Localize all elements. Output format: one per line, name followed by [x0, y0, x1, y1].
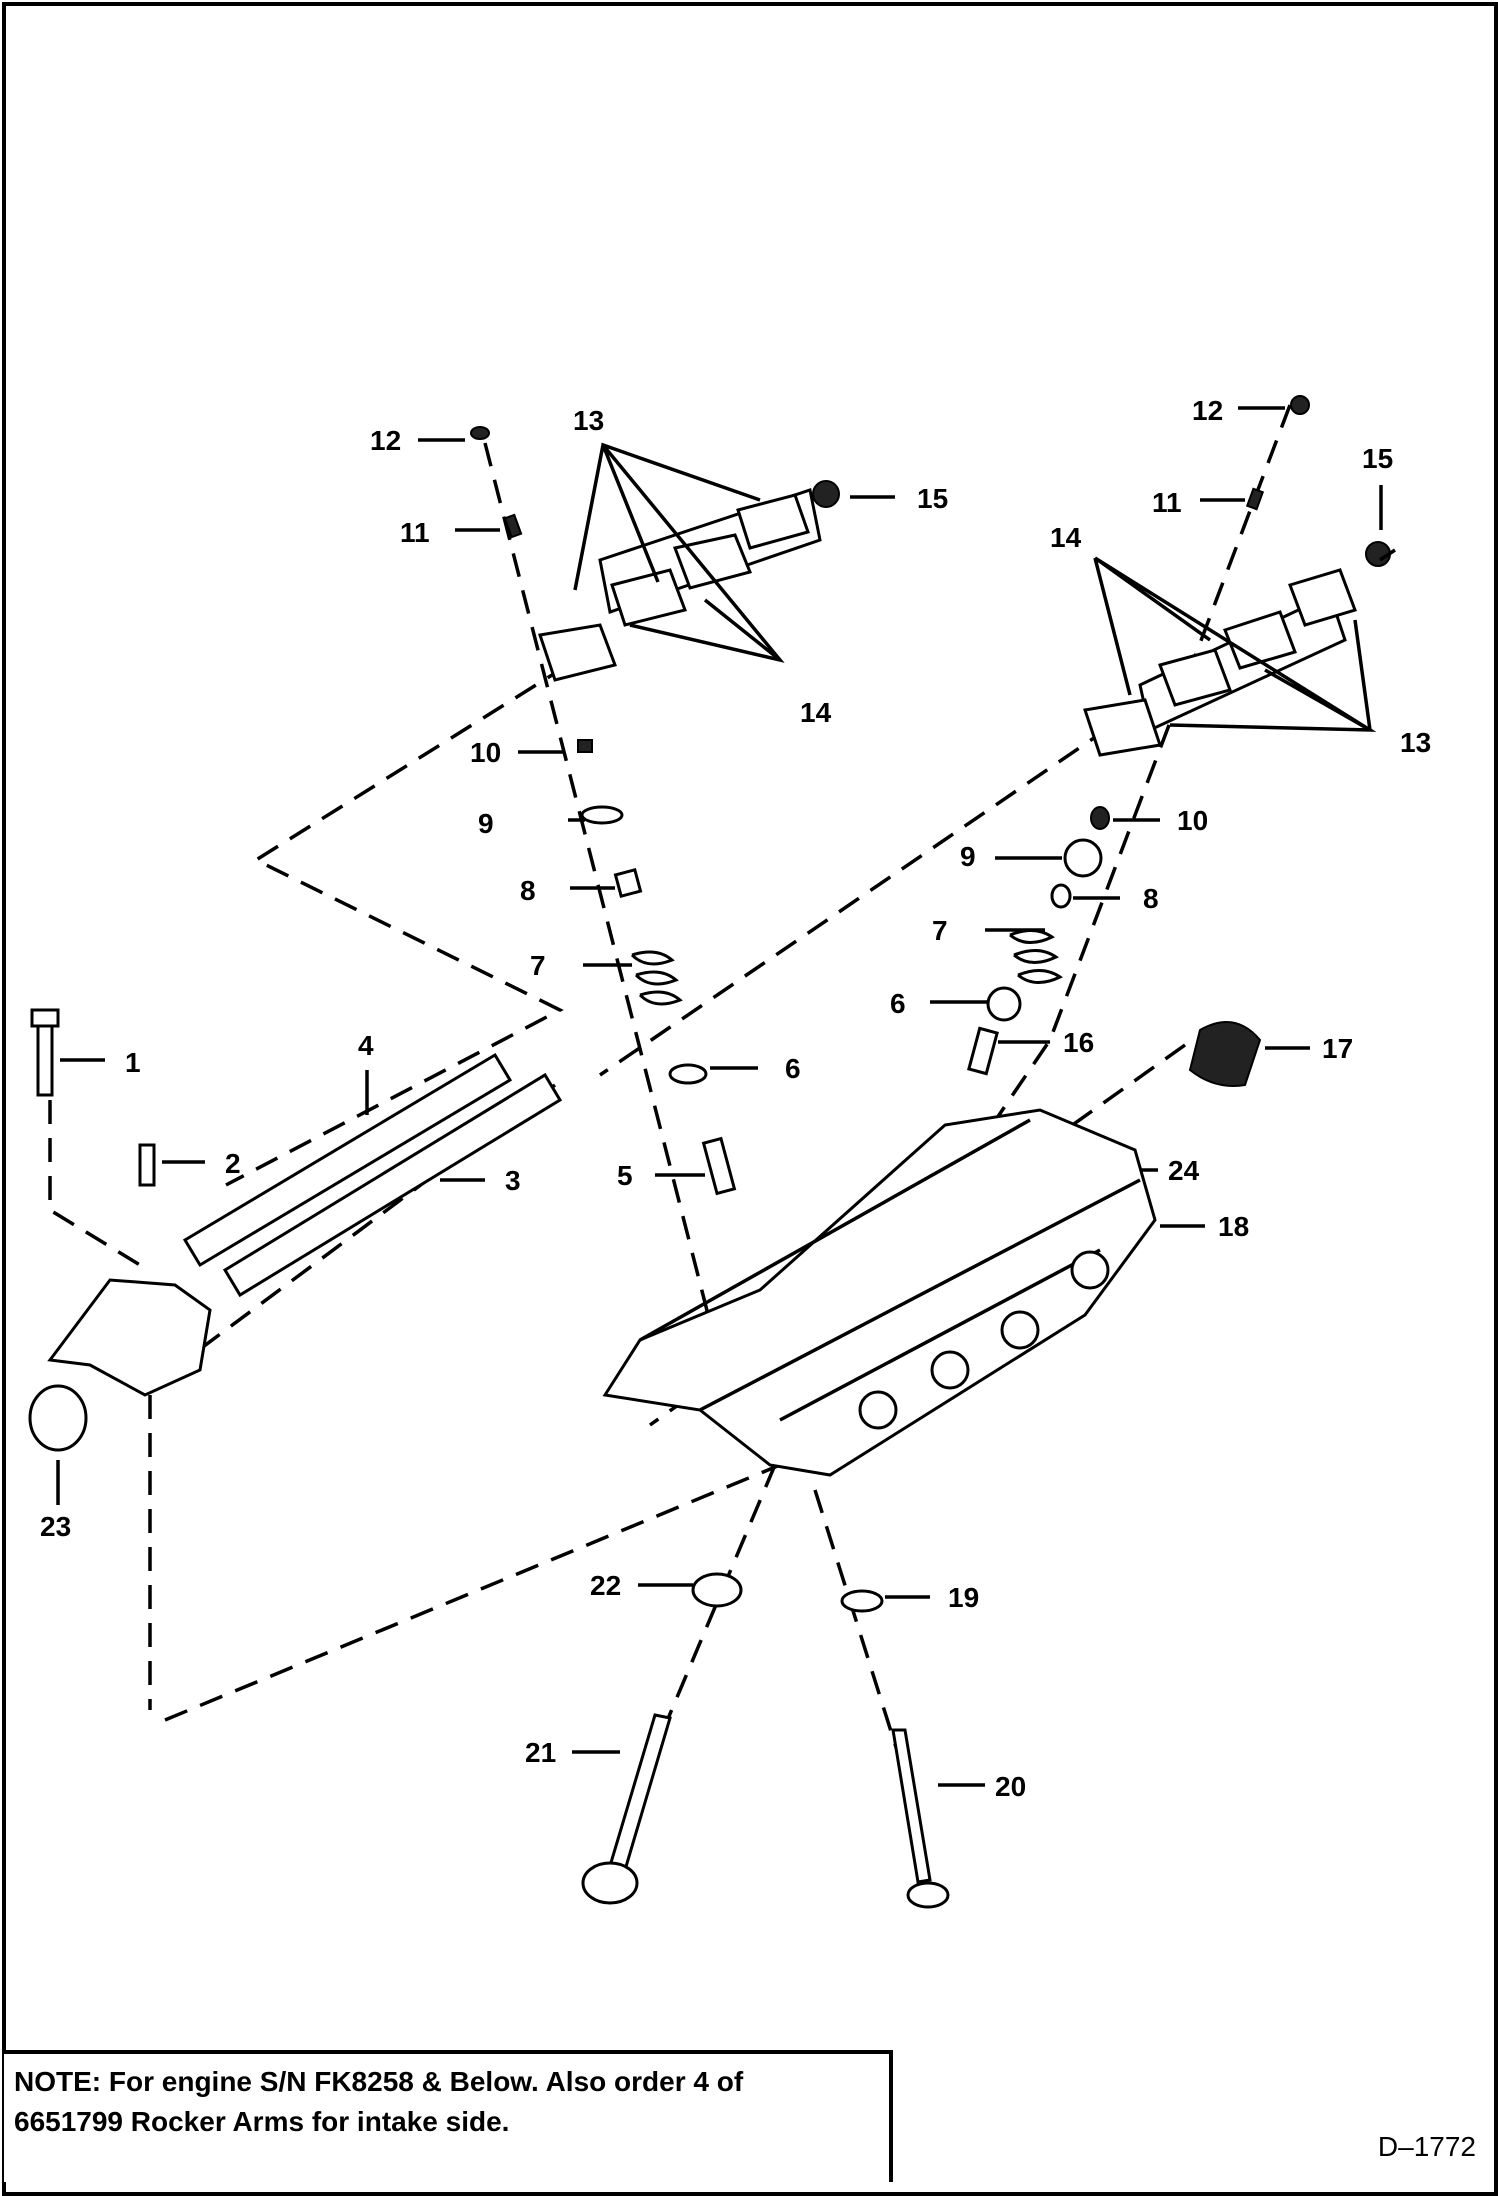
callout-12a: 12 [370, 425, 401, 456]
callout-6b: 6 [890, 988, 906, 1019]
callout-12b: 12 [1192, 395, 1223, 426]
callout-19: 19 [948, 1582, 979, 1613]
callout-7a: 7 [530, 950, 546, 981]
leader-lines [56, 406, 1396, 1787]
callout-21: 21 [525, 1737, 556, 1768]
callout-24: 24 [1168, 1155, 1200, 1186]
note-line-2: 6651799 Rocker Arms for intake side. [14, 2106, 510, 2137]
support-and-bolts [28, 1008, 212, 1452]
callout-11b: 11 [1152, 487, 1182, 518]
callout-13a: 13 [573, 405, 604, 436]
drawing-reference: D–1772 [1377, 2131, 1476, 2162]
callout-14a: 14 [800, 697, 832, 728]
callout-9a: 9 [478, 808, 494, 839]
callout-23: 23 [40, 1511, 71, 1542]
callout-5: 5 [617, 1160, 633, 1191]
lower-valves [581, 1572, 950, 1909]
callout-16: 16 [1063, 1027, 1094, 1058]
note-line-1: NOTE: For engine S/N FK8258 & Below. Als… [14, 2066, 744, 2097]
callout-6a: 6 [785, 1053, 801, 1084]
callout-9b: 9 [960, 841, 976, 872]
callout-17: 17 [1322, 1033, 1353, 1064]
callout-7b: 7 [932, 915, 948, 946]
callout-labels: 1 2 3 4 5 6 7 8 9 10 11 12 13 14 15 12 1… [40, 395, 1431, 1802]
callout-15a: 15 [917, 483, 948, 514]
callout-4: 4 [358, 1030, 374, 1061]
callout-20: 20 [995, 1771, 1026, 1802]
callout-15b: 15 [1362, 443, 1393, 474]
callout-8a: 8 [520, 875, 536, 906]
callout-14b: 14 [1050, 522, 1082, 553]
callout-13b: 13 [1400, 727, 1431, 758]
callout-2: 2 [225, 1148, 241, 1179]
rocker-shafts [182, 1052, 563, 1298]
valve-train-left [577, 739, 737, 1196]
rocker-assembly-right [1083, 395, 1391, 757]
callout-8b: 8 [1143, 883, 1159, 914]
valve-train-right [967, 806, 1262, 1087]
callout-3: 3 [505, 1165, 521, 1196]
callout-22: 22 [590, 1570, 621, 1601]
callout-18: 18 [1218, 1211, 1249, 1242]
note-box: NOTE: For engine S/N FK8258 & Below. Als… [4, 2050, 893, 2182]
callout-10b: 10 [1177, 805, 1208, 836]
cylinder-head [602, 1108, 1157, 1477]
callout-1: 1 [125, 1047, 141, 1078]
callout-10a: 10 [470, 737, 501, 768]
rocker-assembly-left [470, 426, 840, 682]
callout-11a: 11 [400, 517, 430, 548]
